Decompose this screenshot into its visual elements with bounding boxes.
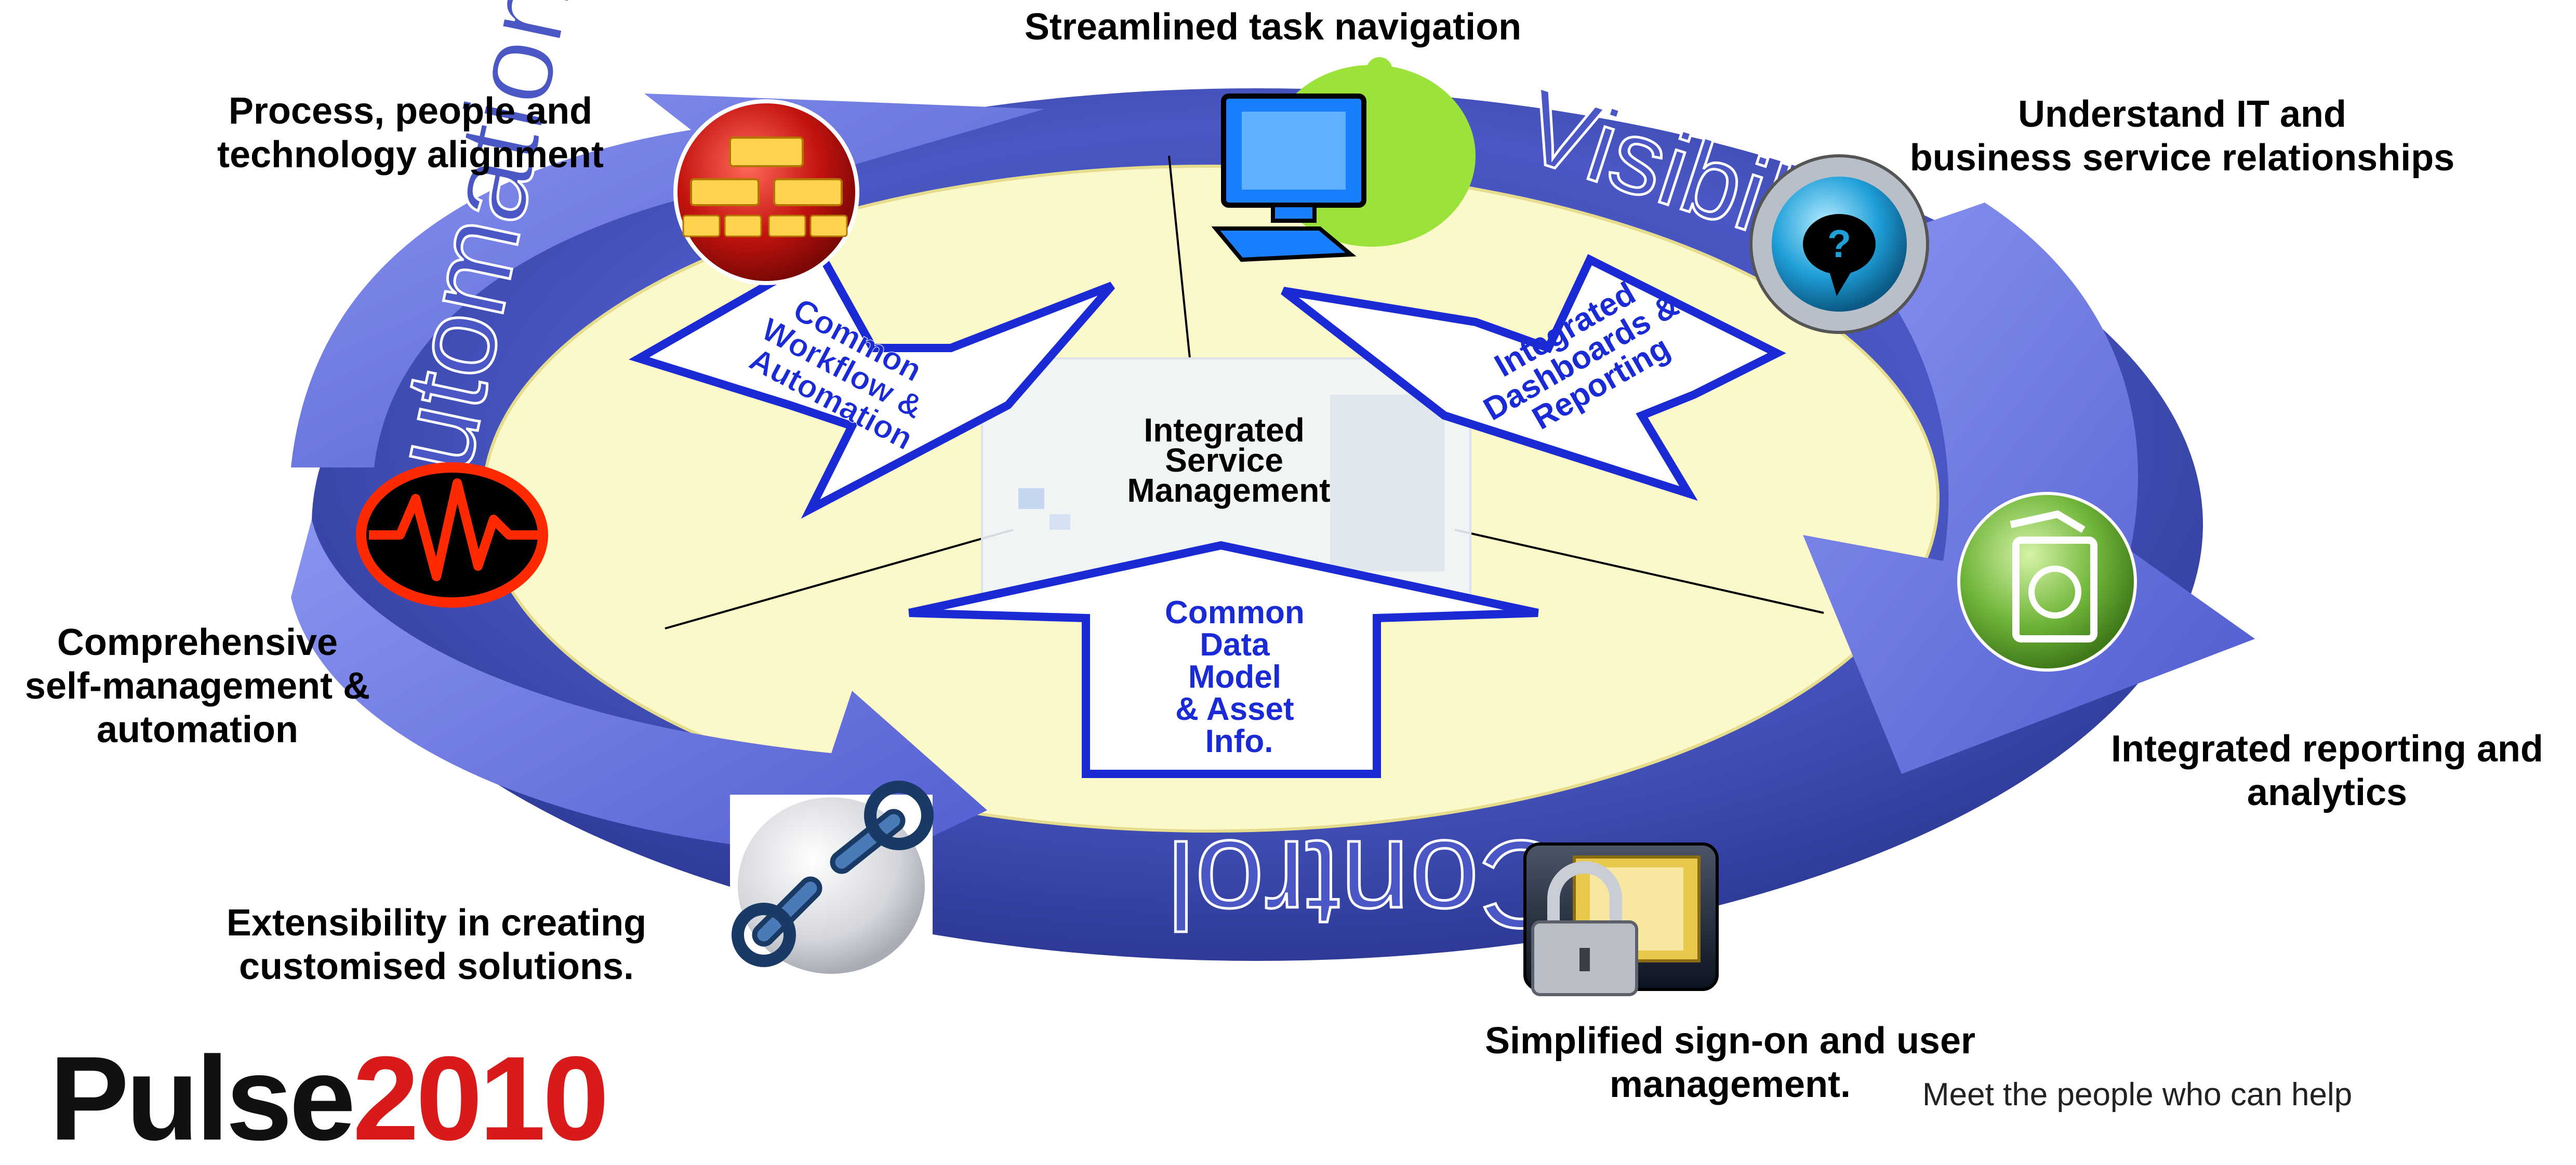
help-icon: ? [1749,154,1929,334]
svg-text:Common Data Model: Common Data Model & Asset Info. [1165,595,1313,759]
footer-tagline: Meet the people who can help [1922,1077,2353,1113]
center-label: Integrated Service Management [1127,411,1330,509]
callout-self-management: Comprehensive self-management & automati… [24,622,370,751]
heartbeat-icon [356,462,548,608]
callout-reporting-analytics: Integrated reporting and analytics [2110,728,2544,813]
ring-arrow-right [1803,203,2255,774]
ring-word-control: Control [1167,815,1569,954]
callout-extensibility: Extensibility in creating customised sol… [226,902,647,987]
refresh-document-icon [1957,492,2137,672]
wrench-icon [730,781,934,974]
ring-arrow-top-left [291,93,1044,467]
callout-it-business-relationships: Understand IT and business service relat… [1909,93,2455,179]
computer-icon [1211,57,1476,262]
org-chart-icon [673,99,859,285]
callout-streamlined-navigation: Streamlined task navigation [1024,6,1522,48]
callout-process-alignment: Process, people and technology alignment [217,90,604,176]
svg-text:?: ? [1827,222,1851,265]
arrow-data-model: Common Data Model & Asset Info. [908,541,1539,778]
padlock-icon [1523,842,1719,996]
arrow-dashboards: Integrated Dashboards & Reporting [1281,254,1786,501]
pulse-2010-logo: Pulse2010 [49,1032,609,1165]
callout-simplified-signon: Simplified sign-on and user management. [1484,1020,1976,1105]
isp-cycle-diagram: Automation Visibility Control Integrated… [291,0,2255,996]
